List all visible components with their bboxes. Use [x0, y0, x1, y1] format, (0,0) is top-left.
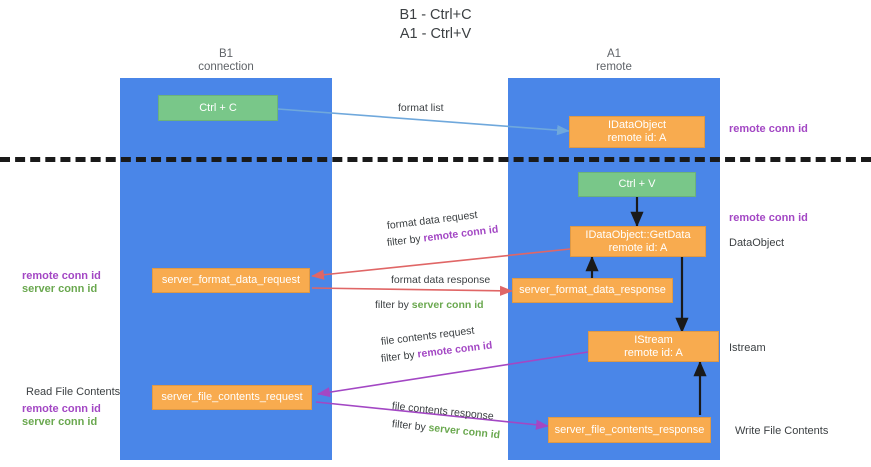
annotation-right-istream: Istream [729, 342, 766, 354]
annotation-left-low-remote-conn-id: remote conn id [22, 403, 101, 415]
edge-label-fdres-filter-key: server conn id [411, 299, 484, 311]
node-server-format-data-request[interactable]: server_format_data_request [152, 268, 310, 293]
annotation-right-top-remote-conn-id: remote conn id [729, 123, 808, 135]
edge-label-fdreq-filter-prefix: filter by [386, 232, 425, 249]
node-idataobject[interactable]: IDataObject remote id: A [569, 116, 705, 148]
annotation-left-remote-conn-id: remote conn id [22, 270, 101, 282]
node-istream[interactable]: IStream remote id: A [588, 331, 719, 362]
node-idataobject-getdata[interactable]: IDataObject::GetData remote id: A [570, 226, 706, 257]
edge-label-format-list: format list [398, 102, 444, 114]
annotation-left-low-server-conn-id: server conn id [22, 416, 98, 428]
node-server-file-contents-request[interactable]: server_file_contents_request [152, 385, 312, 410]
lane-header-b1: B1 connection [198, 48, 254, 73]
annotation-right-dataobject: DataObject [729, 237, 785, 249]
edge-label-fdres-filter-prefix: filter by [375, 299, 412, 311]
phase-divider [0, 157, 871, 162]
node-ctrl-c[interactable]: Ctrl + C [158, 95, 278, 121]
annotation-left-server-conn-id: server conn id [22, 283, 98, 295]
node-server-file-contents-response[interactable]: server_file_contents_response [548, 417, 711, 443]
edge-label-fcres-filter-key: server conn id [427, 421, 501, 442]
lane-header-a1: A1 remote [596, 48, 632, 73]
arrow-format-data-response [311, 285, 513, 296]
edge-label-fcreq-filter-prefix: filter by [380, 348, 419, 365]
node-server-format-data-response[interactable]: server_format_data_response [512, 278, 673, 303]
edge-label-fcres-filter-prefix: filter by [391, 418, 430, 434]
edge-label-format-data-response: format data response [391, 274, 491, 286]
annotation-left-read-file-contents: Read File Contents [26, 386, 121, 398]
annotation-right-mid-remote-conn-id: remote conn id [729, 212, 808, 224]
node-ctrl-v[interactable]: Ctrl + V [578, 172, 696, 197]
annotation-right-write-file-contents: Write File Contents [735, 425, 829, 437]
page-title: B1 - Ctrl+C A1 - Ctrl+V [399, 7, 472, 42]
